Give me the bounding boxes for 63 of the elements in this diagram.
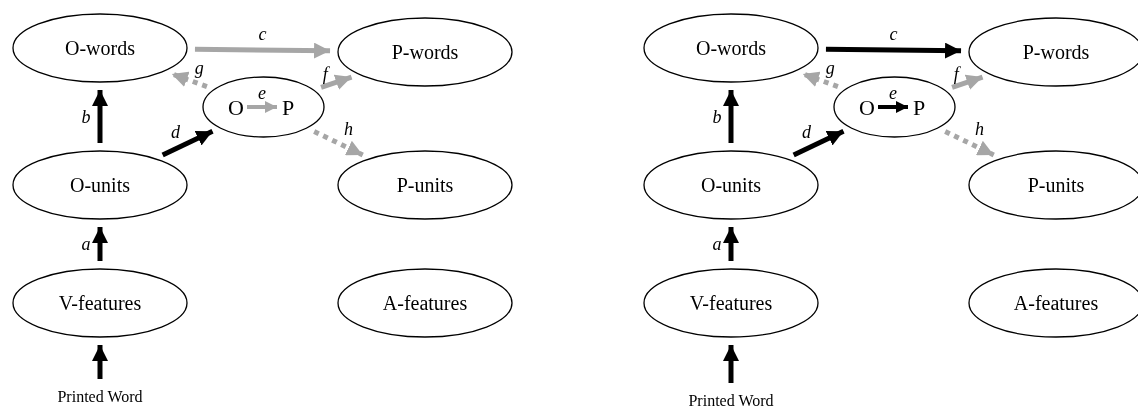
edge-label: d <box>801 123 813 142</box>
node-label: P-units <box>396 173 454 198</box>
arrow <box>723 90 739 143</box>
ellipse-node <box>202 76 325 138</box>
node-label: P <box>278 94 298 120</box>
arrow <box>194 42 331 59</box>
arrow <box>320 74 353 90</box>
node-label: P-units <box>1027 173 1085 198</box>
ellipse-node <box>337 268 513 338</box>
ellipse-node <box>643 13 819 83</box>
node-label: V-features <box>58 291 142 316</box>
ellipse-node <box>643 150 819 220</box>
node-label: V-features <box>689 291 773 316</box>
node-label: O-units <box>701 173 761 198</box>
arrow <box>92 90 108 143</box>
edge-label: g <box>824 59 836 78</box>
arrow <box>792 129 845 158</box>
ellipse-node <box>643 268 819 338</box>
node-label: P-words <box>1022 40 1090 65</box>
node-label: P-words <box>391 40 459 65</box>
edge-label: a <box>80 235 92 253</box>
edge-label: b <box>711 107 723 126</box>
ellipse-node <box>337 17 513 87</box>
node-label: O <box>226 94 246 120</box>
arrow <box>313 129 364 158</box>
edge-label: e <box>257 84 267 102</box>
ellipse-node <box>12 268 188 338</box>
node-label: A-features <box>1013 291 1099 316</box>
edge-label: d <box>170 123 182 142</box>
arrow <box>723 345 739 383</box>
node-label: O-words <box>65 36 135 61</box>
ellipse-node <box>12 13 188 83</box>
arrow <box>944 129 995 158</box>
arrow <box>825 42 962 59</box>
edge-label: c <box>257 25 268 43</box>
node-label: A-features <box>382 291 468 316</box>
edge-label: c <box>888 25 899 43</box>
edge-label: e <box>888 84 898 102</box>
ellipse-node <box>12 150 188 220</box>
arrow <box>801 71 839 89</box>
edge-label: f <box>321 65 329 84</box>
arrow <box>161 129 214 158</box>
arrow <box>247 101 277 113</box>
ellipse-node <box>337 150 513 220</box>
edge-label: f <box>952 65 960 84</box>
edge-label: h <box>342 120 354 139</box>
arrow <box>951 74 984 90</box>
edge-label: h <box>973 120 985 139</box>
node-label: Printed Word <box>40 386 160 408</box>
edge-label: g <box>193 59 205 78</box>
node-label: O-words <box>696 36 766 61</box>
arrow <box>92 345 108 379</box>
node-label: O-units <box>70 173 130 198</box>
edge-label: b <box>80 107 92 126</box>
arrow <box>170 71 208 89</box>
node-label: Printed Word <box>671 390 791 412</box>
arrow <box>723 227 739 261</box>
arrow <box>878 101 908 113</box>
arrow <box>92 227 108 261</box>
ellipse-node <box>833 76 956 138</box>
edge-label: a <box>711 235 723 253</box>
node-label: O <box>857 94 877 120</box>
node-label: P <box>909 94 929 120</box>
